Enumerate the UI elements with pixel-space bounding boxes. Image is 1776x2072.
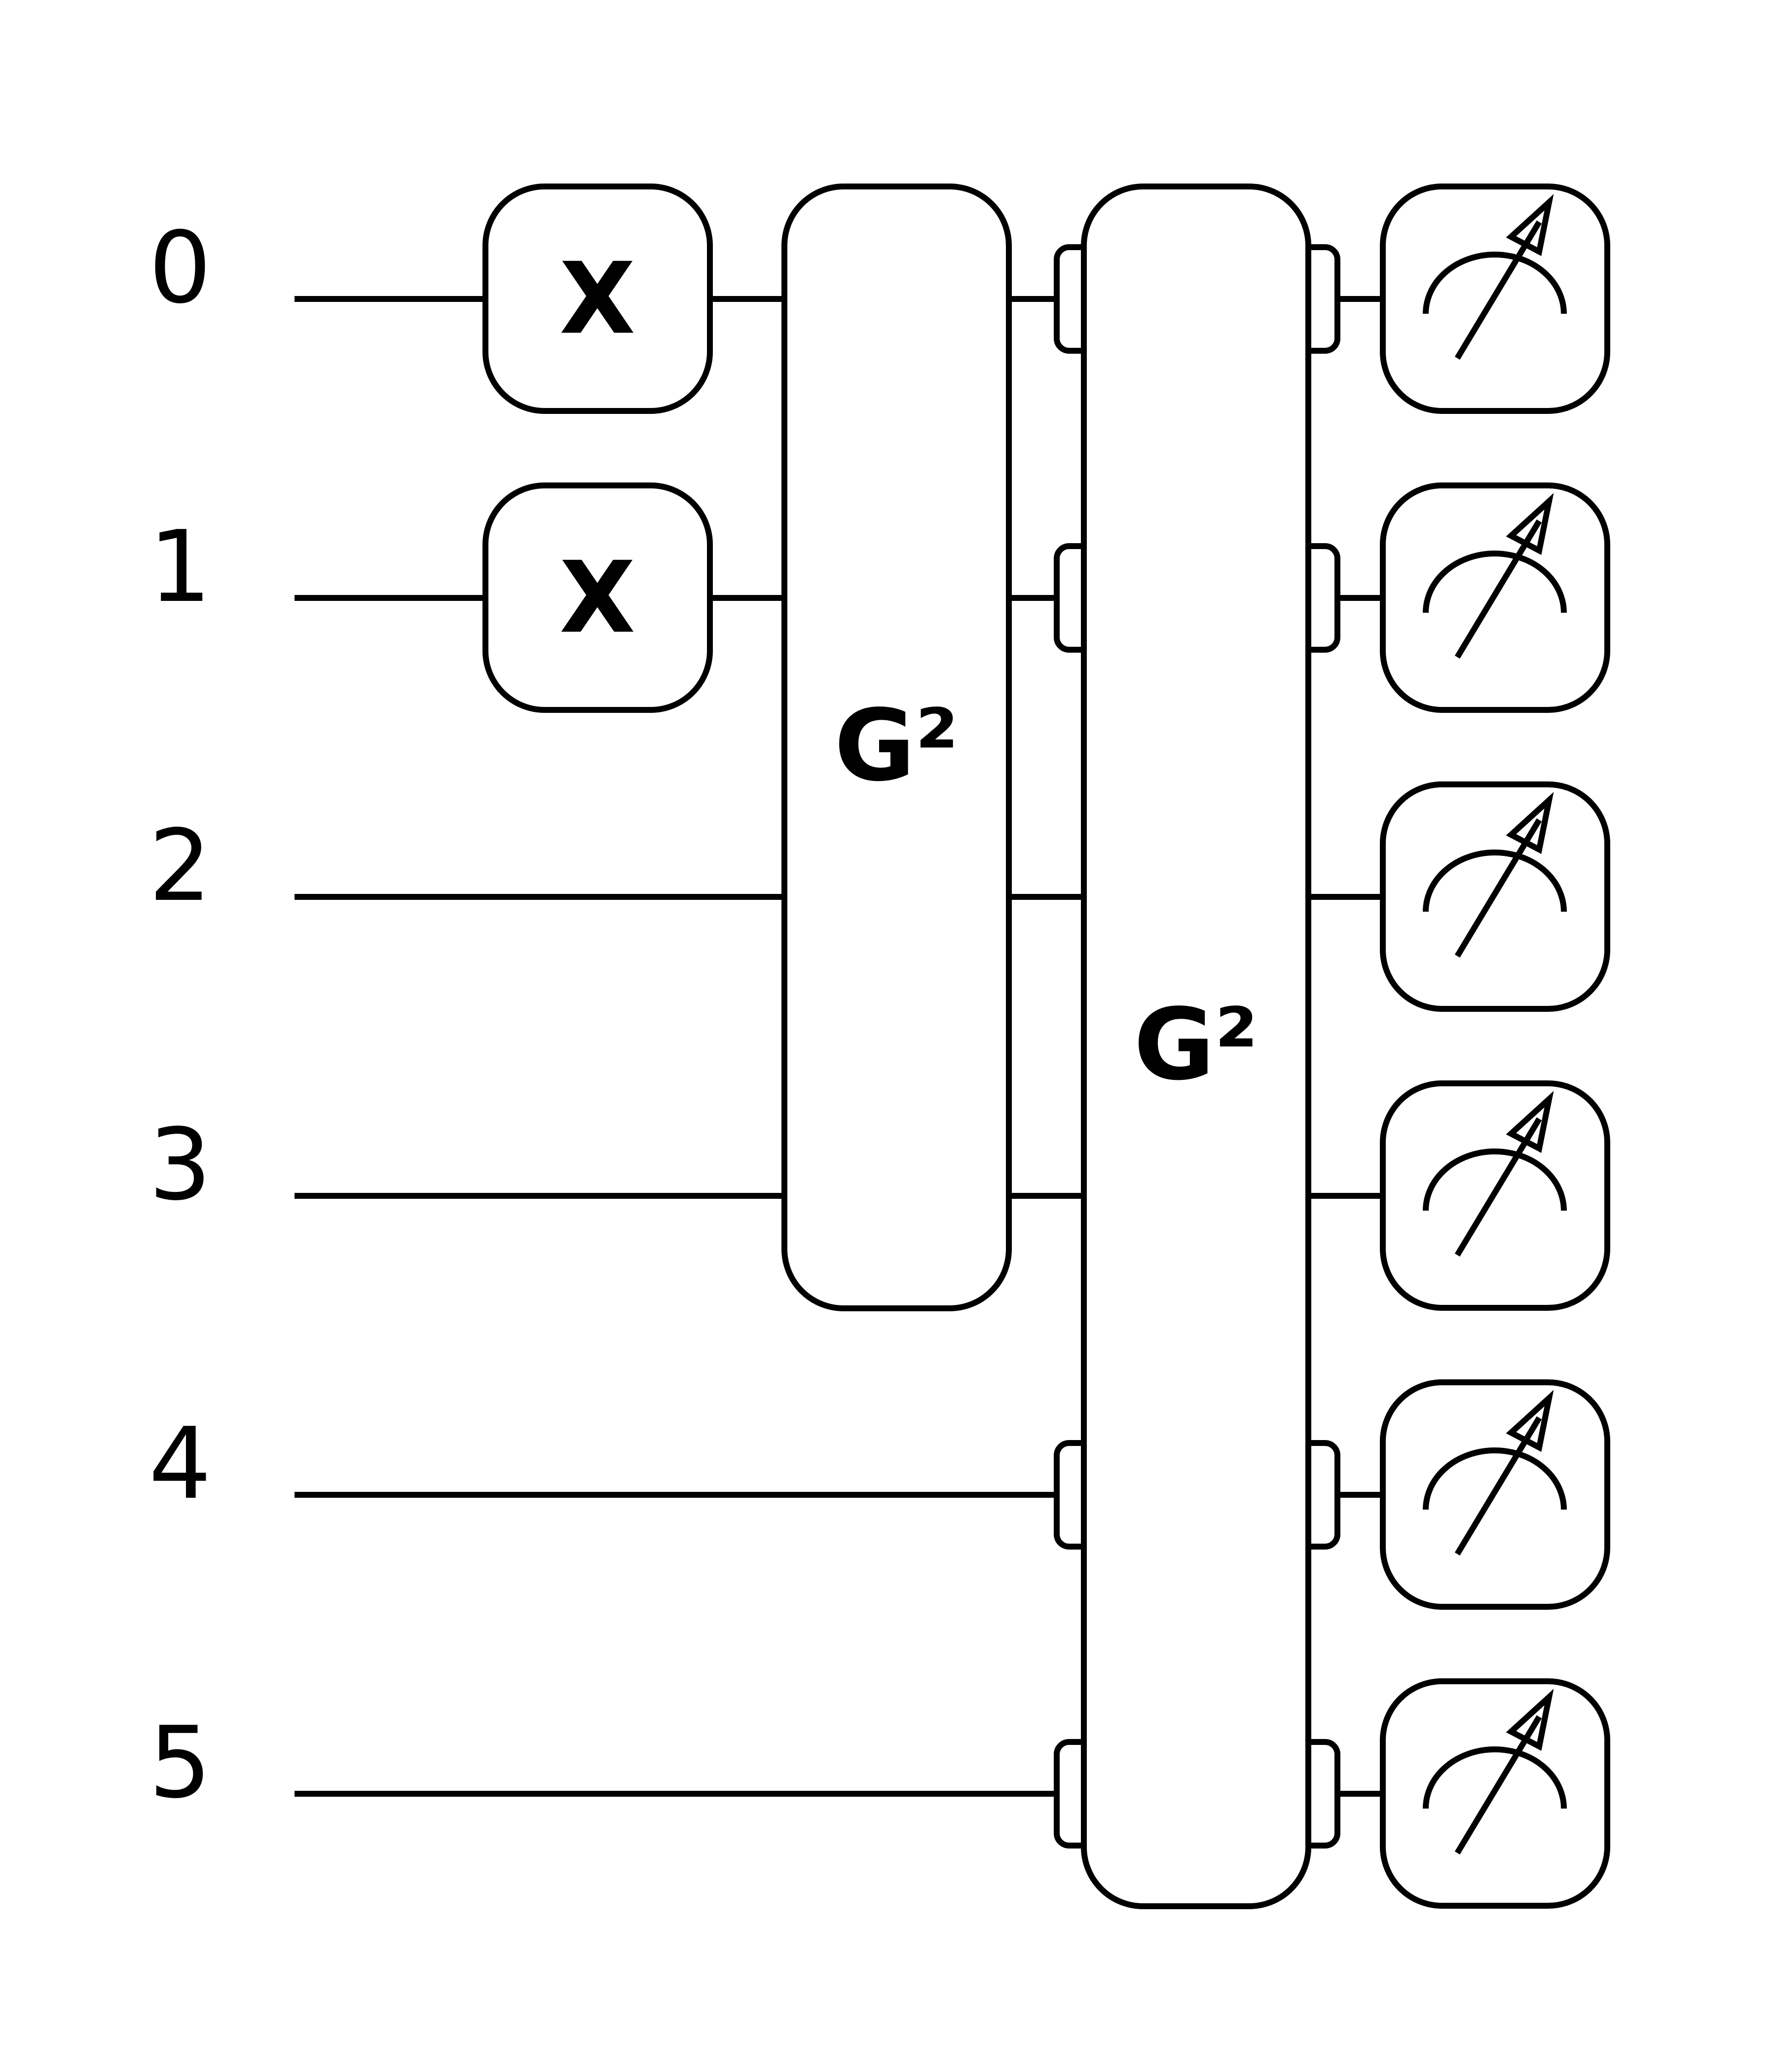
measurement-meter-icon — [1423, 1091, 1567, 1257]
measurement-meter-icon — [1423, 792, 1567, 958]
x-gate-wire-0: X — [482, 184, 713, 414]
measurement-gate-wire-2 — [1380, 781, 1610, 1012]
wire-label-3: 3 — [148, 1108, 211, 1222]
x-gate-wire-1: X — [482, 482, 713, 713]
wire-label-4: 4 — [148, 1406, 211, 1521]
measurement-gate-wire-3 — [1380, 1080, 1610, 1311]
measurement-gate-wire-5 — [1380, 1678, 1610, 1909]
g2-gate-wires-0-3: G² — [781, 184, 1012, 1311]
wire-label-5: 5 — [148, 1705, 211, 1820]
wire-labels: 0 1 2 3 4 5 — [148, 211, 211, 1820]
g2-gate-label: G² — [1134, 988, 1258, 1103]
measurement-meter-icon — [1423, 1689, 1567, 1855]
x-gate-label: X — [559, 242, 635, 357]
wire-label-1: 1 — [148, 510, 211, 625]
wire-label-2: 2 — [148, 809, 211, 924]
measurement-meter-icon — [1423, 1390, 1567, 1556]
x-gate-label: X — [559, 541, 635, 656]
measurement-meter-icon — [1423, 493, 1567, 659]
measurement-meter-icon — [1423, 194, 1567, 360]
wire-label-0: 0 — [148, 211, 211, 326]
measurement-gate-wire-1 — [1380, 482, 1610, 713]
g2-gate-wires-0-5: G² — [1054, 184, 1340, 1909]
measurement-gate-wire-0 — [1380, 184, 1610, 414]
measurement-gate-wire-4 — [1380, 1379, 1610, 1610]
g2-gate-label: G² — [834, 689, 959, 804]
